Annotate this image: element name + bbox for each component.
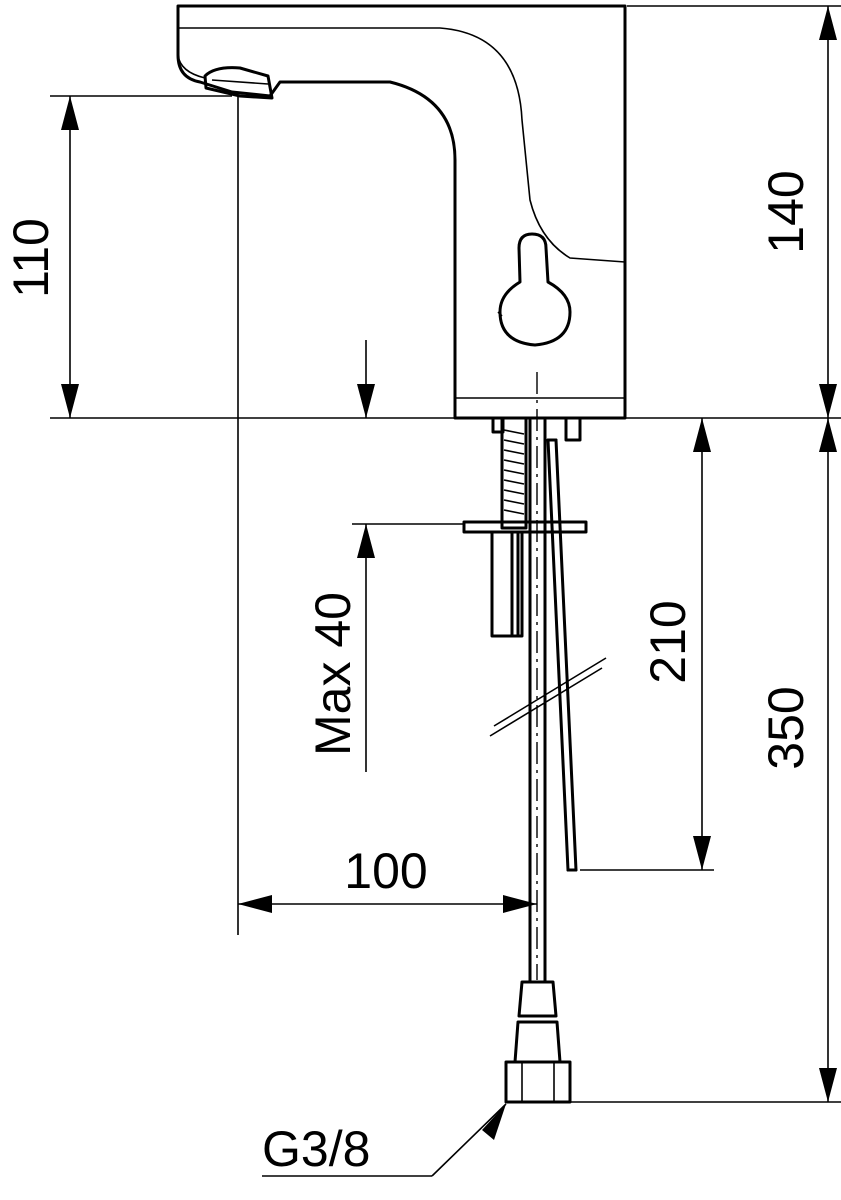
dimension-210: 210 xyxy=(640,418,711,870)
dimension-max-40: Max 40 xyxy=(305,340,375,772)
dimension-140: 140 xyxy=(758,6,837,418)
dimension-100: 100 xyxy=(238,843,537,913)
hose-connector xyxy=(504,980,572,1104)
dimension-110: 110 xyxy=(3,96,79,418)
dimension-140-label: 140 xyxy=(758,170,814,253)
extension-lines xyxy=(50,5,841,1103)
dimension-max-40-label: Max 40 xyxy=(305,592,361,756)
dimension-110-label: 110 xyxy=(3,218,59,298)
thread-callout: G3/8 xyxy=(262,1103,507,1177)
dimension-350-label: 350 xyxy=(758,686,814,769)
sensor-lever xyxy=(497,232,572,347)
spout-nozzle xyxy=(203,66,274,100)
supply-hose xyxy=(489,418,607,984)
dimension-100-label: 100 xyxy=(344,843,427,899)
faucet-body xyxy=(176,4,627,420)
mounting-stud xyxy=(462,416,588,638)
dimension-210-label: 210 xyxy=(640,600,696,683)
dimension-350: 350 xyxy=(758,418,837,1102)
thread-callout-label: G3/8 xyxy=(262,1121,370,1177)
